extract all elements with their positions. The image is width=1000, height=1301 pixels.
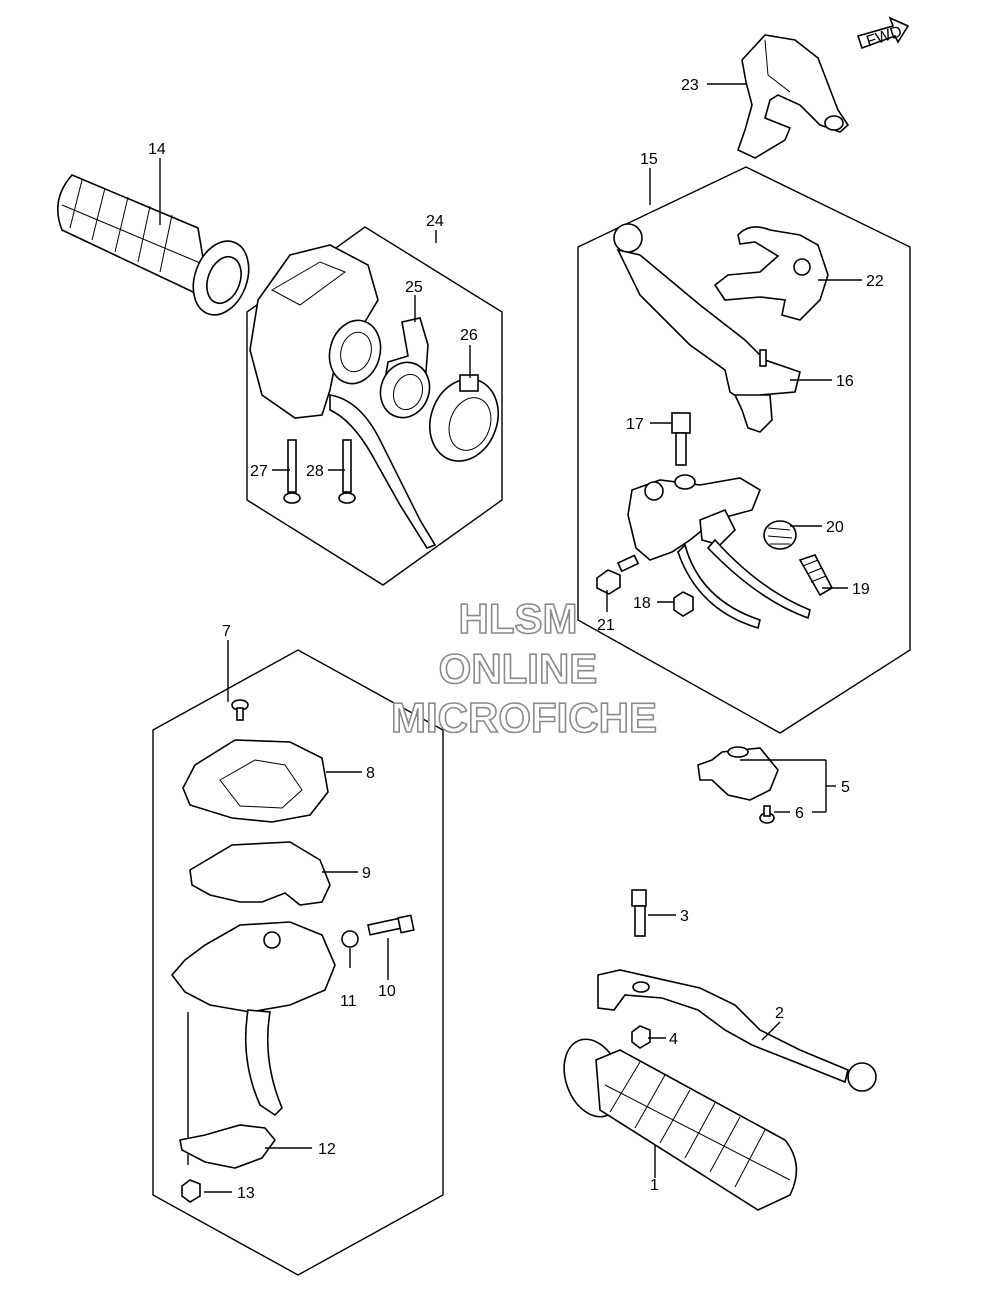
part-6-screw — [759, 805, 775, 824]
callout-labels: 14 24 25 26 27 28 23 15 22 16 17 20 19 2… — [148, 77, 884, 1202]
group-outline-24 — [246, 226, 503, 586]
callout-15: 15 — [640, 151, 658, 168]
watermark-line-1: HLSM — [459, 595, 578, 642]
group-outline-7 — [152, 649, 444, 1276]
callout-19: 19 — [852, 581, 870, 598]
watermark-line-3: MICROFICHE — [391, 694, 657, 741]
callout-14: 14 — [148, 141, 166, 158]
part-22-switch — [713, 226, 829, 321]
callout-27: 27 — [250, 463, 268, 480]
callout-25: 25 — [405, 279, 423, 296]
part-19-screw — [798, 554, 834, 597]
part-25-lever — [379, 317, 431, 419]
part-11-washer — [341, 930, 359, 948]
callout-20: 20 — [826, 519, 844, 536]
callout-16: 16 — [836, 373, 854, 390]
part-18-nut — [673, 591, 694, 617]
fwd-arrow-icon: FWD — [856, 16, 910, 51]
watermark-line-2: ONLINE — [439, 645, 598, 692]
callout-11: 11 — [340, 993, 357, 1010]
part-1-grip — [563, 1038, 798, 1211]
part-17-bolt — [671, 412, 691, 466]
callout-1: 1 — [650, 1177, 659, 1194]
part-28-screw — [338, 439, 356, 504]
callout-5: 5 — [841, 779, 850, 796]
part-3-bolt — [631, 889, 647, 937]
callout-21: 21 — [597, 617, 615, 634]
callout-28: 28 — [306, 463, 324, 480]
part-20-cap — [763, 520, 797, 550]
throttle-body — [170, 921, 336, 1165]
part-24-housing — [249, 244, 437, 549]
part-8-cover — [182, 739, 329, 823]
leader-lines — [159, 83, 862, 1193]
watermark: HLSM ONLINE MICROFICHE — [390, 594, 658, 742]
callout-6: 6 — [795, 805, 804, 822]
master-bracket — [627, 474, 811, 630]
callout-2: 2 — [775, 1005, 784, 1022]
part-2-lever — [597, 969, 877, 1092]
callout-13: 13 — [237, 1185, 255, 1202]
part-14-grip — [56, 174, 250, 316]
part-12-plate — [179, 1124, 277, 1169]
callout-22: 22 — [866, 273, 884, 290]
part-26-collar — [429, 374, 499, 462]
callout-4: 4 — [669, 1031, 678, 1048]
part-21-bolt — [596, 554, 640, 595]
callout-8: 8 — [366, 765, 375, 782]
fwd-label: FWD — [864, 23, 904, 50]
part-27-screw — [283, 439, 301, 504]
part-5-switch — [697, 746, 779, 801]
part-7-screw — [231, 699, 249, 721]
callout-18: 18 — [633, 595, 651, 612]
part-4-nut — [631, 1025, 651, 1049]
group-outline-15 — [577, 166, 911, 734]
callout-24: 24 — [426, 213, 444, 230]
callout-26: 26 — [460, 327, 478, 344]
part-9-gasket — [189, 841, 331, 906]
callout-23: 23 — [681, 77, 699, 94]
part-23-guard — [737, 34, 850, 159]
callout-9: 9 — [362, 865, 371, 882]
part-10-bolt — [367, 914, 415, 936]
part-15-lever — [613, 223, 801, 433]
callout-10: 10 — [378, 983, 396, 1000]
callout-17: 17 — [626, 416, 644, 433]
callout-12: 12 — [318, 1141, 336, 1158]
callout-7: 7 — [222, 623, 231, 640]
callout-3: 3 — [680, 908, 689, 925]
part-13-bolt — [181, 1179, 201, 1203]
